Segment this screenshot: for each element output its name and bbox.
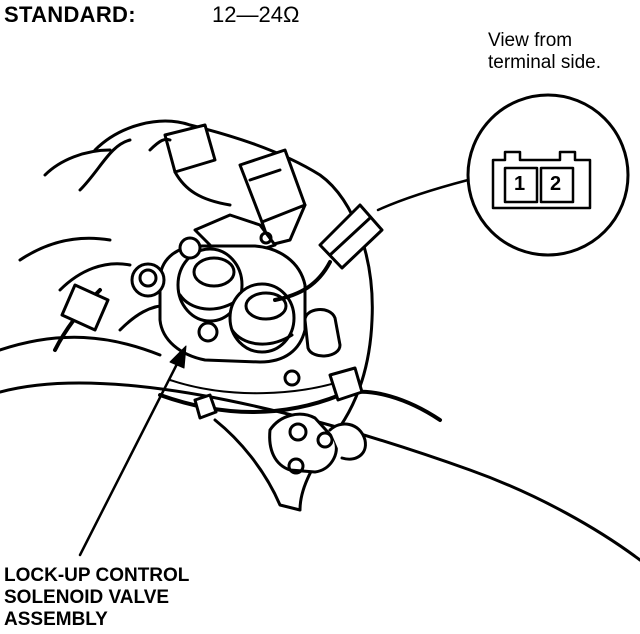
pin-label-2: 2 xyxy=(550,173,562,195)
view-note: View from terminal side. xyxy=(488,30,601,74)
pin-box-1 xyxy=(503,166,539,204)
rear-connector xyxy=(163,123,217,174)
part-label-line2: SOLENOID VALVE xyxy=(4,587,170,608)
pin-label-1: 1 xyxy=(514,173,526,195)
part-label: LOCK-UP CONTROL SOLENOID VALVE ASSEMBLY xyxy=(4,565,189,631)
left-edge-curve xyxy=(0,335,162,357)
bolt-top xyxy=(178,236,202,260)
view-note-line2: terminal side. xyxy=(488,52,601,73)
standard-value: 12—24Ω xyxy=(212,2,300,27)
solenoid-wire xyxy=(273,260,332,302)
part-label-line1: LOCK-UP CONTROL xyxy=(4,565,190,586)
lower-boss xyxy=(268,412,338,474)
lower-fitting xyxy=(328,422,367,461)
view-note-line1: View from xyxy=(488,30,573,51)
lower-housing-outline xyxy=(0,381,640,562)
part-leader-arrowhead xyxy=(169,345,187,369)
part-label-line3: ASSEMBLY xyxy=(4,609,108,630)
standard-label: STANDARD: xyxy=(4,2,136,27)
bolt-bottom xyxy=(197,321,219,343)
part-leader-line xyxy=(78,360,180,557)
pin-box-2 xyxy=(539,166,575,204)
bolt-left xyxy=(130,262,166,298)
case-outline xyxy=(93,119,374,512)
callout-leader xyxy=(376,178,470,212)
side-cylinder xyxy=(303,308,342,358)
